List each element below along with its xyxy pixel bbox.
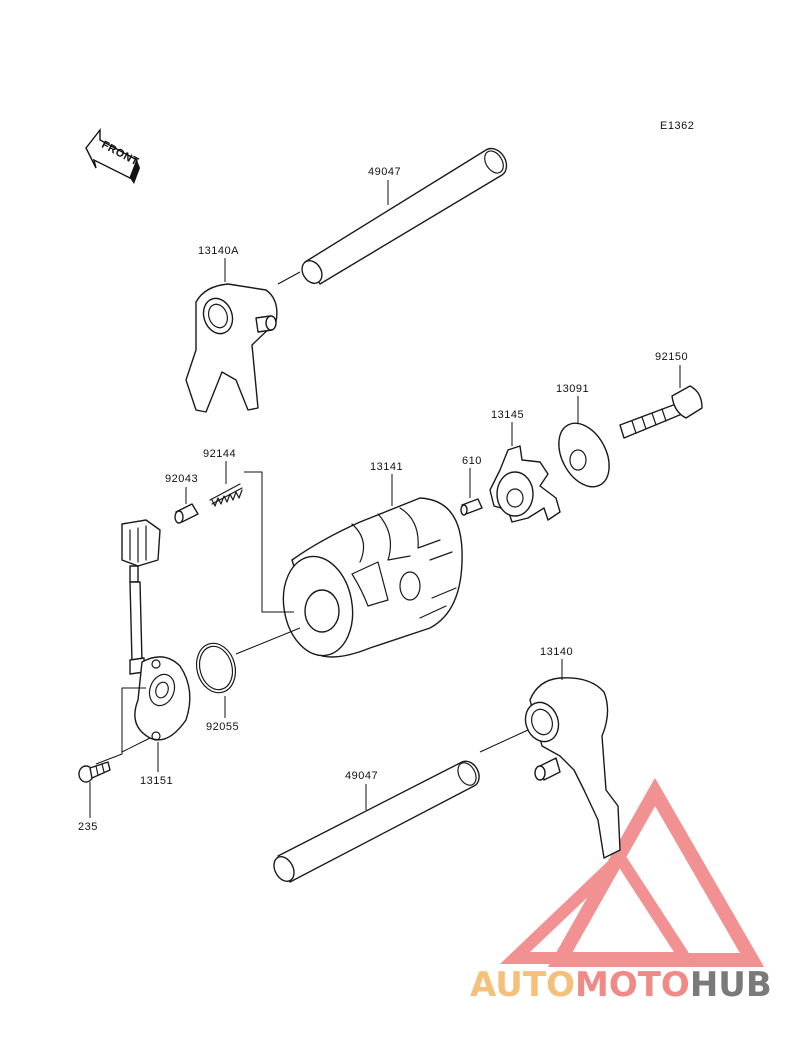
callout-shaft-upper: 49047	[368, 166, 401, 178]
shift-drum-bolt	[619, 385, 703, 439]
diagram-code: E1362	[660, 120, 694, 132]
detent-pin	[174, 503, 199, 524]
detent-spring	[209, 483, 243, 507]
o-ring	[195, 642, 237, 694]
callout-sensor: 13151	[140, 775, 173, 787]
sensor-screw	[78, 761, 111, 783]
lower-shift-rod	[273, 760, 480, 883]
callout-screw: 235	[78, 821, 98, 833]
callout-washer: 13091	[556, 383, 589, 395]
watermark-text: AUTOMOTOHUB	[470, 965, 772, 1005]
shift-drum-cam-plate	[489, 445, 561, 523]
callout-oring: 92055	[206, 721, 239, 733]
callout-spring: 92144	[203, 448, 236, 460]
watermark-part-hub: HUB	[690, 965, 772, 1005]
callout-plate: 13145	[491, 409, 524, 421]
callout-shaft-lower: 49047	[345, 770, 378, 782]
dowel-pin	[460, 498, 483, 516]
watermark-part-auto: AUTO	[470, 965, 575, 1005]
front-direction-arrow-icon: FRONT	[85, 127, 141, 184]
neutral-switch-sensor	[121, 519, 191, 741]
upper-shift-fork	[185, 283, 278, 413]
watermark-logo-icon	[500, 777, 765, 967]
upper-shift-rod	[301, 147, 508, 285]
callout-spring-pin: 92043	[165, 473, 198, 485]
callout-bolt: 92150	[655, 351, 688, 363]
callout-fork-lower: 13140	[540, 646, 573, 658]
shift-drum-washer	[558, 422, 610, 488]
lower-shift-fork	[524, 677, 621, 859]
callout-pin: 610	[462, 455, 482, 467]
callout-fork-upper: 13140A	[198, 245, 239, 257]
watermark-part-moto: MOTO	[575, 965, 690, 1005]
shift-drum	[282, 497, 463, 658]
callout-drum: 13141	[370, 461, 403, 473]
